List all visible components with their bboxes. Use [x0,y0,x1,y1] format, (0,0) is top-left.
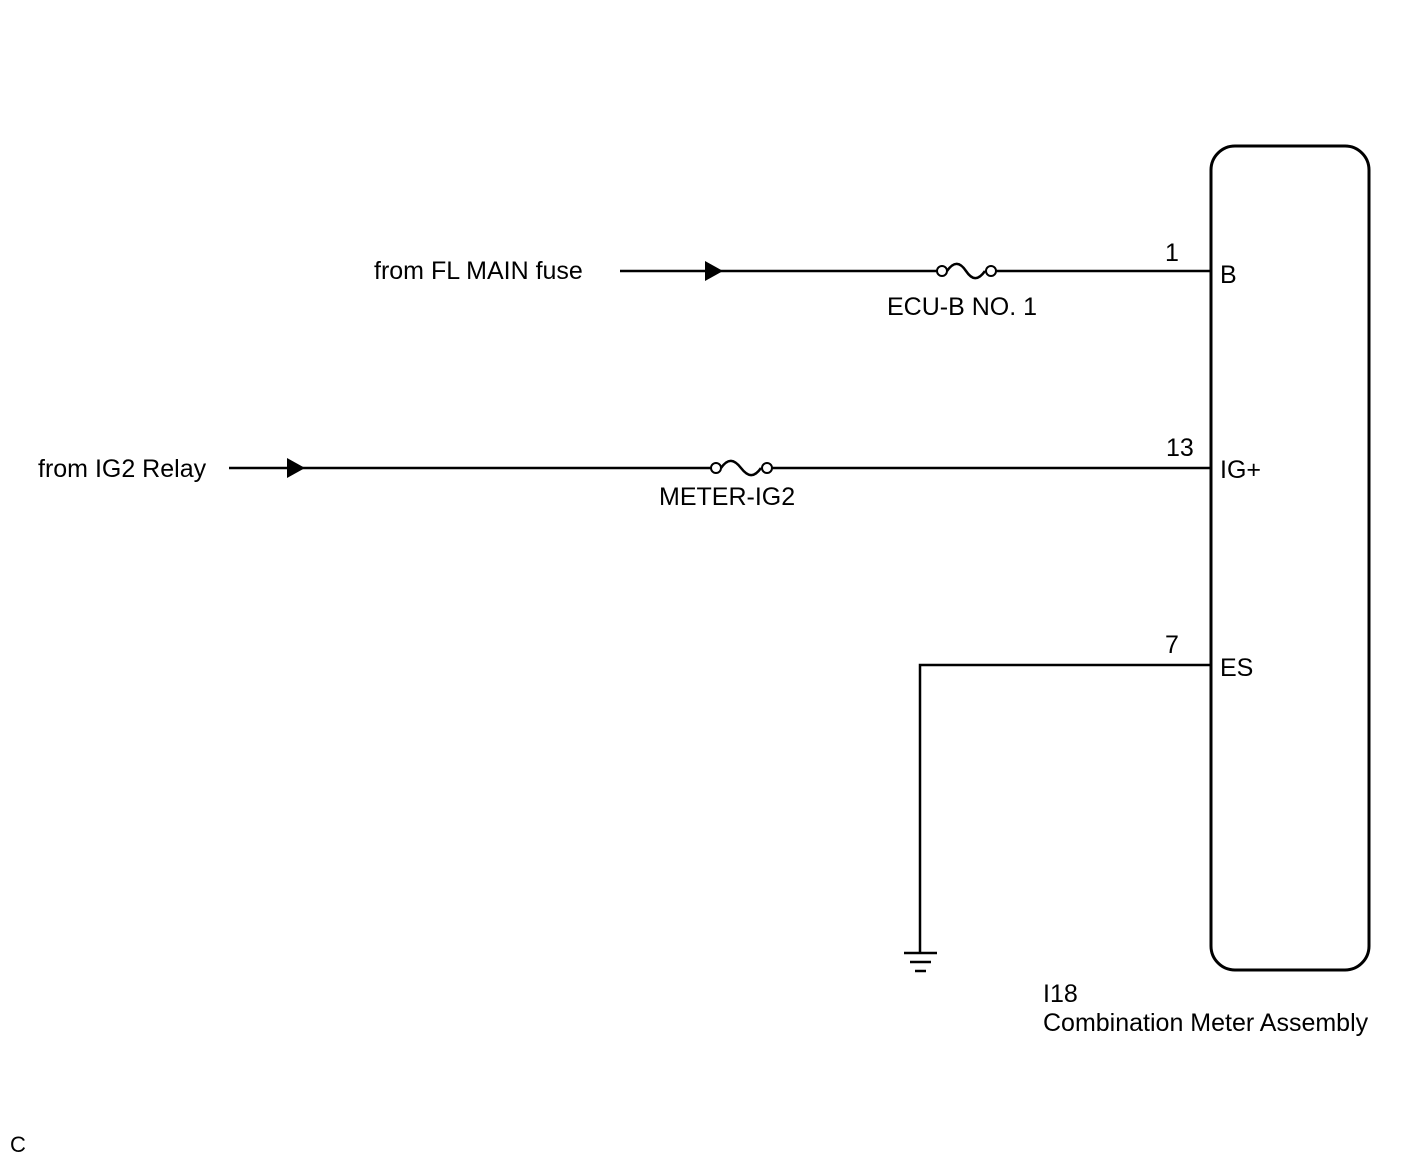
wire-ig-circuit [229,458,1211,478]
pin-number-b: 1 [1165,239,1179,267]
combination-meter-box [1209,144,1371,972]
terminal-label-b: B [1220,261,1237,289]
fuse-icon [936,262,997,280]
fuse-icon [710,459,773,477]
wire-b-circuit [620,261,1211,281]
terminal-label-es: ES [1220,654,1254,682]
terminal-label-ig: IG+ [1220,456,1261,484]
arrow-right-icon [705,261,723,281]
pin-number-es: 7 [1165,631,1179,659]
fuse-label-ecu-b: ECU-B NO. 1 [887,293,1038,321]
fuse-label-meter-ig2: METER-IG2 [659,483,796,511]
component-code: I18 [1043,980,1078,1008]
pin-number-ig: 13 [1166,434,1194,462]
arrow-right-icon [287,458,305,478]
ground-icon [904,951,937,973]
wire-es-circuit [904,663,1211,973]
component-name: Combination Meter Assembly [1043,1009,1369,1037]
source-label-ig2-relay: from IG2 Relay [38,455,207,483]
source-label-fl-main: from FL MAIN fuse [374,257,583,285]
corner-mark: C [10,1132,26,1157]
wire-segment [918,663,1211,952]
